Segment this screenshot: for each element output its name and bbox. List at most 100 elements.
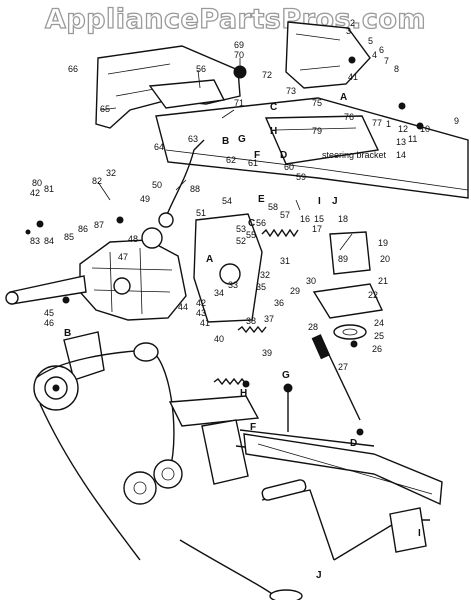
lift-link xyxy=(201,419,249,485)
input-shaft xyxy=(113,277,131,295)
plate-pivot xyxy=(219,263,241,285)
part-label-59: 59 xyxy=(296,172,306,182)
part-label-10: 10 xyxy=(420,124,430,134)
part-label-71: 71 xyxy=(234,98,244,108)
part-label-9: 9 xyxy=(454,116,459,126)
part-label-66: 66 xyxy=(68,64,78,74)
bottom-pulley xyxy=(269,589,303,600)
part-label-26: 26 xyxy=(372,344,382,354)
part-label-30: 30 xyxy=(306,276,316,286)
ref-letter-e1: E xyxy=(258,194,265,205)
part-label-38: 38 xyxy=(246,316,256,326)
part-label-43: 43 xyxy=(196,308,206,318)
part-label-47: 47 xyxy=(118,252,128,262)
part-label-22: 22 xyxy=(368,290,378,300)
part-label-2: 2 xyxy=(350,18,355,28)
part-label-84: 84 xyxy=(44,236,54,246)
rear-bracket xyxy=(389,507,427,553)
pedal-rod xyxy=(261,489,335,561)
part-label-80: 80 xyxy=(32,178,42,188)
part-labels: 1 3 5 6 7 8 9 10 11 12 13 14 15 16 17 18… xyxy=(30,18,459,372)
belt-pulley xyxy=(133,342,159,362)
part-label-61: 61 xyxy=(248,158,258,168)
part-label-77: 77 xyxy=(372,118,382,128)
part-label-32a: 32 xyxy=(106,168,116,178)
lower-pulley-b xyxy=(123,471,157,505)
ref-letter-d1: D xyxy=(280,150,287,161)
part-label-25: 25 xyxy=(374,331,384,341)
part-label-5: 5 xyxy=(368,36,373,46)
part-label-15: 15 xyxy=(314,214,324,224)
part-label-86: 86 xyxy=(78,224,88,234)
part-label-52: 52 xyxy=(236,236,246,246)
part-label-6: 6 xyxy=(379,45,384,55)
part-label-50: 50 xyxy=(152,180,162,190)
part-label-62: 62 xyxy=(226,155,236,165)
part-label-39: 39 xyxy=(262,348,272,358)
ref-letter-j2: J xyxy=(316,570,322,581)
part-label-13: 13 xyxy=(396,137,406,147)
part-label-46: 46 xyxy=(44,318,54,328)
part-label-70: 70 xyxy=(234,50,244,60)
spring-31 xyxy=(261,228,299,238)
part-label-83: 83 xyxy=(30,236,40,246)
part-label-58: 58 xyxy=(268,202,278,212)
part-label-51: 51 xyxy=(196,208,206,218)
ref-letter-g2: G xyxy=(282,370,290,381)
part-label-54: 54 xyxy=(222,196,232,206)
part-label-60: 60 xyxy=(284,162,294,172)
ref-letter-b1: B xyxy=(222,136,229,147)
pedal-pad xyxy=(261,479,307,501)
part-label-56b: 56 xyxy=(256,218,266,228)
part-label-11: 11 xyxy=(408,134,417,144)
control-knob xyxy=(233,65,247,79)
axle-shaft xyxy=(9,275,87,305)
part-label-76: 76 xyxy=(344,112,354,122)
watermark: AppliancePartsPros.com xyxy=(44,3,427,35)
part-label-35: 35 xyxy=(256,282,266,292)
part-label-56a: 56 xyxy=(196,64,206,74)
ref-letter-h2: H xyxy=(240,388,247,399)
ref-letter-i2: I xyxy=(418,528,421,539)
part-label-81: 81 xyxy=(44,184,54,194)
part-label-21: 21 xyxy=(378,276,388,286)
spring-39 xyxy=(237,325,267,334)
clutch-arm xyxy=(312,283,384,319)
part-label-24: 24 xyxy=(374,318,384,328)
part-label-4: 4 xyxy=(372,50,377,60)
axle-hub xyxy=(5,291,19,305)
part-label-82: 82 xyxy=(92,176,102,186)
part-label-89: 89 xyxy=(338,254,348,264)
part-label-40: 40 xyxy=(214,334,224,344)
part-label-36: 36 xyxy=(274,298,284,308)
part-label-57: 57 xyxy=(280,210,290,220)
lift-bracket xyxy=(168,395,260,427)
ref-letter-a2: A xyxy=(206,254,213,265)
ref-letter-h1: H xyxy=(270,126,277,137)
part-label-73: 73 xyxy=(286,86,296,96)
part-label-29: 29 xyxy=(290,286,300,296)
part-label-3: 3 xyxy=(346,26,351,36)
pulley-hub xyxy=(141,227,163,249)
ref-letter-c1: C xyxy=(270,102,277,113)
lower-frame xyxy=(243,433,443,506)
part-label-20: 20 xyxy=(380,254,390,264)
shield-bracket xyxy=(148,79,226,109)
part-label-87: 87 xyxy=(94,220,104,230)
hardware-fasteners xyxy=(25,56,424,436)
part-label-53: 53 xyxy=(236,224,246,234)
part-label-88: 88 xyxy=(190,184,200,194)
part-label-7: 7 xyxy=(384,56,389,66)
part-label-27: 27 xyxy=(338,362,348,372)
ref-letter-c2: C xyxy=(248,218,255,229)
part-label-44: 44 xyxy=(178,302,188,312)
right-bracket xyxy=(329,231,371,275)
part-label-63: 63 xyxy=(188,134,198,144)
part-label-55: 55 xyxy=(246,230,256,240)
steering-bracket-note: steering bracket xyxy=(322,150,387,160)
part-label-48: 48 xyxy=(128,234,138,244)
part-label-79: 79 xyxy=(312,126,322,136)
part-label-41b: 41 xyxy=(348,72,358,82)
ref-letter-a1: A xyxy=(340,92,347,103)
part-label-42b: 42 xyxy=(196,298,206,308)
